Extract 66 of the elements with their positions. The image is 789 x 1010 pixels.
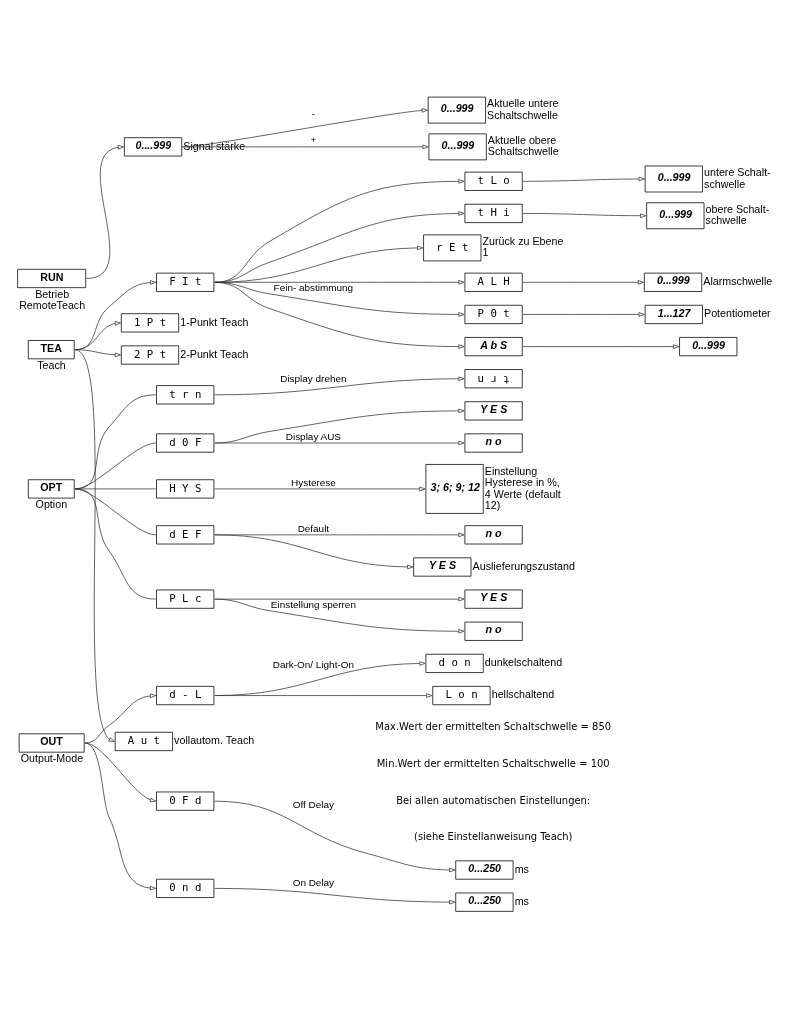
arrow: [214, 211, 465, 283]
label: Min.Wert der ermittelten Schaltschwelle = 100: [376, 758, 610, 770]
arrow: [74, 349, 115, 742]
connector: [74, 488, 157, 536]
arrow: [214, 693, 433, 698]
arrow: [214, 888, 456, 905]
arrow: [182, 144, 429, 150]
arrow: [522, 213, 647, 218]
node-label: obere Schalt- schwelle: [705, 202, 770, 227]
edge-label: Off Delay: [292, 798, 335, 810]
node-label: Auslieferungszustand: [472, 559, 575, 572]
arrow: [84, 693, 157, 744]
arrow: [214, 598, 465, 634]
node-label: hellschaltend: [491, 688, 555, 701]
arrow: [84, 742, 157, 891]
label: Bei allen automatischen Einstellungen:: [396, 794, 591, 806]
edge-label: Fein- abstimmung: [273, 282, 354, 294]
edge-label: Einstellung sperren: [270, 598, 356, 610]
node-label: Option: [35, 498, 68, 511]
node-label: 1-Punkt Teach: [180, 315, 249, 328]
edge-label: On Delay: [292, 877, 335, 889]
arrow: [522, 280, 644, 285]
arrow: [214, 408, 465, 444]
node-label: vollautom. Teach: [174, 734, 255, 747]
edge-label: -: [311, 108, 316, 120]
label: (siehe Einstellanweisung Teach): [414, 831, 573, 843]
arrow: [522, 176, 645, 182]
arrow: [214, 376, 465, 396]
arrow: [214, 534, 414, 570]
edge-label: Dark-On/ Light-On: [272, 658, 354, 670]
arrow: [214, 179, 465, 283]
node-label: Output-Mode: [20, 752, 84, 765]
node-label: Alarmschwelle: [703, 275, 773, 288]
arrow: [214, 486, 426, 492]
node-label: Signal stärke: [183, 139, 246, 152]
connector: [74, 488, 157, 600]
edge-label: Default: [297, 523, 330, 535]
node-label: Zurück zu Ebene 1: [482, 234, 564, 259]
node-label: untere Schalt- schwelle: [704, 166, 771, 190]
arrow: [522, 344, 680, 349]
arrow: [214, 661, 426, 696]
label: Max.Wert der ermittelten Schaltschwelle = 850: [375, 721, 612, 733]
arrow: [74, 280, 157, 351]
connector: [74, 488, 157, 490]
arrow: [182, 108, 428, 148]
node-label: ms: [514, 895, 529, 907]
node-label: ms: [514, 862, 529, 875]
arrow: [214, 245, 424, 283]
arrow: [522, 312, 645, 317]
node-label: Einstellung Hysterese in %, 4 Werte (default 12): [484, 464, 561, 511]
arrow: [86, 145, 124, 279]
connector: [74, 442, 157, 490]
edge-label: Display drehen: [280, 373, 347, 385]
node-label: Potentiometer: [704, 307, 771, 320]
node-label: dunkelschaltend: [484, 656, 563, 669]
node-label: Teach: [37, 358, 66, 371]
node-label: Aktuelle obere Schaltschwelle: [487, 133, 559, 158]
arrow: [214, 800, 456, 873]
edge-label: Display AUS: [285, 431, 341, 443]
node-label: Aktuelle untere Schaltschwelle: [487, 97, 559, 121]
edge-label: Hysterese: [291, 477, 336, 489]
arrow: [214, 596, 465, 602]
node-label: 2-Punkt Teach: [180, 347, 249, 360]
node-label: Betrieb RemoteTeach: [19, 287, 86, 312]
edge-label: +: [310, 134, 317, 146]
connector: [74, 394, 157, 490]
